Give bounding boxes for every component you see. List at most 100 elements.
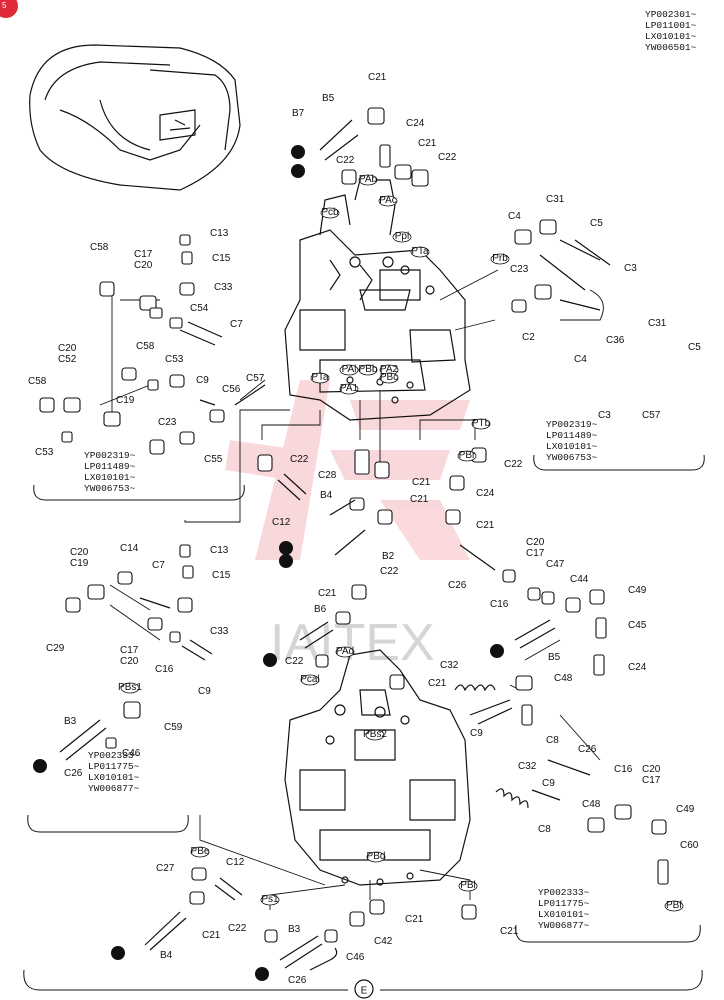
top-serial-line: YW006501~ bbox=[645, 42, 697, 53]
port-tag-oval bbox=[190, 846, 210, 858]
part-label-c32: C32 bbox=[440, 660, 459, 671]
part-label-c2: C2 bbox=[522, 332, 535, 343]
callout-number: 12 bbox=[280, 544, 292, 555]
part-label-c21: C21 bbox=[318, 588, 337, 599]
callout-circle bbox=[291, 145, 305, 159]
port-tag-pab: PAb bbox=[359, 174, 378, 185]
port-tag-pac: PAc bbox=[379, 195, 397, 206]
callout-number: 10 bbox=[292, 167, 304, 178]
part-label-c16: C16 bbox=[155, 664, 174, 675]
part-label-b5: B5 bbox=[322, 93, 335, 104]
part-label-c15: C15 bbox=[212, 570, 231, 581]
part-label-c20: C20 bbox=[526, 537, 545, 548]
port-tag-ppl: Ppl bbox=[395, 231, 409, 242]
part-label-c47: C47 bbox=[546, 559, 565, 570]
serial-block-line: LP011775~ bbox=[538, 898, 590, 909]
part-label-b2: B2 bbox=[382, 551, 395, 562]
part-label-c21: C21 bbox=[428, 678, 447, 689]
part-label-c17: C17 bbox=[120, 645, 139, 656]
part-label-c19: C19 bbox=[70, 558, 89, 569]
port-tag-oval bbox=[320, 207, 340, 219]
part-label-c56: C56 bbox=[222, 384, 241, 395]
part-label-c22: C22 bbox=[228, 923, 247, 934]
port-tag-pbs1: PBs1 bbox=[118, 682, 142, 693]
port-tag-oval bbox=[300, 674, 320, 686]
port-tag-pa4: PAd bbox=[336, 646, 354, 657]
part-label-c21: C21 bbox=[368, 72, 387, 83]
serial-block-line: YP002319~ bbox=[546, 419, 598, 430]
part-label-c49: C49 bbox=[676, 804, 695, 815]
part-label-c52: C52 bbox=[58, 354, 77, 365]
port-tag-oval bbox=[458, 880, 478, 892]
part-label-c26: C26 bbox=[578, 744, 597, 755]
port-tag-oval bbox=[339, 383, 359, 395]
part-label-c4: C4 bbox=[508, 211, 521, 222]
part-label-b4: B4 bbox=[160, 950, 173, 961]
serial-block-line: LX010101~ bbox=[538, 909, 590, 920]
port-tag-oval bbox=[392, 231, 412, 243]
part-label-c44: C44 bbox=[570, 574, 589, 585]
port-tag-pa1: PA1 bbox=[340, 383, 359, 394]
port-tag-oval bbox=[365, 729, 385, 741]
part-label-c26: C26 bbox=[288, 975, 307, 986]
part-label-c9: C9 bbox=[196, 375, 209, 386]
port-tag-oval bbox=[358, 174, 378, 186]
group-brackets bbox=[23, 454, 705, 991]
part-label-c21: C21 bbox=[412, 477, 431, 488]
port-tag-pbe: PBe bbox=[191, 846, 210, 857]
port-tag-pbs2: PBs2 bbox=[363, 729, 387, 740]
port-tag-pbl: PBl bbox=[460, 880, 476, 891]
part-label-c5: C5 bbox=[590, 218, 603, 229]
port-tag-ps1: Ps1 bbox=[261, 894, 279, 905]
part-label-c7: C7 bbox=[152, 560, 165, 571]
top-serial-line: YP002301~ bbox=[645, 9, 697, 20]
part-label-c24: C24 bbox=[406, 118, 425, 129]
part-label-b3: B3 bbox=[288, 924, 301, 935]
port-tag-oval bbox=[664, 900, 684, 912]
port-tag-oval bbox=[335, 646, 355, 658]
callout-circle bbox=[111, 946, 125, 960]
part-label-c60: C60 bbox=[680, 840, 699, 851]
port-tag-oval bbox=[378, 195, 398, 207]
callout-number: 13 bbox=[491, 647, 503, 658]
part-label-c28: C28 bbox=[318, 470, 337, 481]
part-label-c17: C17 bbox=[526, 548, 545, 559]
part-label-c33: C33 bbox=[214, 282, 233, 293]
lower-control-valve bbox=[284, 649, 471, 886]
port-tag-pcb: Pcb bbox=[321, 207, 339, 218]
part-label-c24: C24 bbox=[628, 662, 647, 673]
part-label-c21: C21 bbox=[202, 930, 221, 941]
part-label-c29: C29 bbox=[46, 643, 65, 654]
machine-location-sketch bbox=[29, 44, 241, 191]
section-label: E bbox=[361, 986, 368, 997]
part-label-c23: C23 bbox=[510, 264, 529, 275]
part-label-c58: C58 bbox=[90, 242, 109, 253]
serial-block-line: LX010101~ bbox=[88, 772, 140, 783]
part-label-c27: C27 bbox=[156, 863, 175, 874]
port-tag-oval bbox=[260, 894, 280, 906]
port-tag-oval bbox=[339, 364, 359, 376]
port-tag-ptb: PTb bbox=[472, 418, 491, 429]
serial-block-line: YW006877~ bbox=[538, 920, 590, 931]
coil-springs bbox=[454, 684, 529, 809]
part-label-c20: C20 bbox=[70, 547, 89, 558]
serial-block-line: YP002333~ bbox=[538, 887, 590, 898]
top-serial-line: LX010101~ bbox=[645, 31, 697, 42]
part-label-c22: C22 bbox=[438, 152, 457, 163]
part-label-c26: C26 bbox=[448, 580, 467, 591]
port-tag-pbc: PBc bbox=[380, 372, 398, 383]
part-label-c26: C26 bbox=[64, 768, 83, 779]
port-tag-prb: Prb bbox=[492, 253, 508, 264]
serial-block-line: YW006753~ bbox=[546, 452, 598, 463]
serial-block-line: YP002333~ bbox=[88, 750, 140, 761]
port-tag-pta2: PTa bbox=[411, 246, 429, 257]
port-tag-pbf: PBf bbox=[666, 900, 682, 911]
part-label-c45: C45 bbox=[628, 620, 647, 631]
port-tag-pbb: PBb bbox=[359, 364, 378, 375]
port-tag-oval bbox=[490, 253, 510, 265]
part-label-c46: C46 bbox=[346, 952, 365, 963]
part-label-c48: C48 bbox=[554, 673, 573, 684]
part-label-c53: C53 bbox=[165, 354, 184, 365]
part-label-c16: C16 bbox=[490, 599, 509, 610]
callout-number: 14 bbox=[256, 970, 268, 981]
